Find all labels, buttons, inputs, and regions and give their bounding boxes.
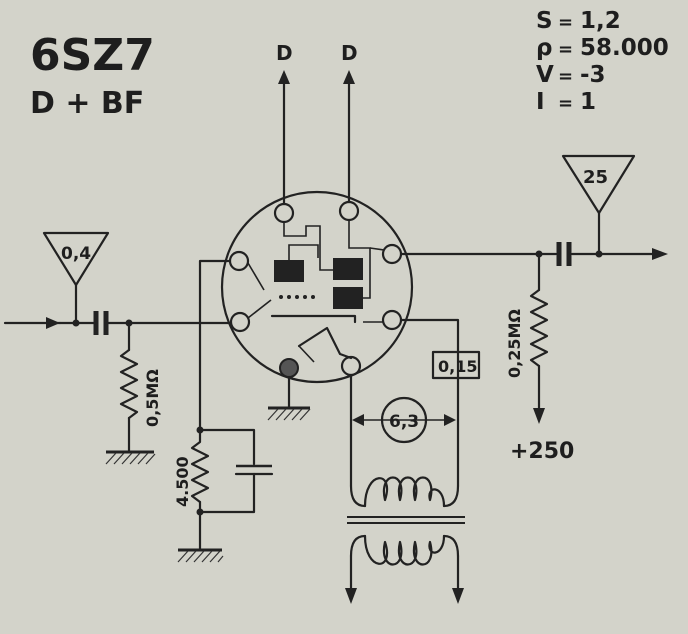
- cathode-lead: [247, 262, 265, 291]
- param-eq: =: [558, 66, 573, 87]
- tube-electrodes: [247, 220, 385, 363]
- heater-filament: [297, 326, 353, 360]
- heater-current-box: [431, 350, 481, 380]
- anode-label: D: [341, 41, 358, 65]
- plate-resistor: [529, 288, 549, 368]
- pin: [228, 250, 250, 272]
- pin: [338, 200, 360, 222]
- param-eq: =: [558, 12, 573, 33]
- param-key: ρ: [536, 35, 552, 61]
- electrode-link: [288, 244, 319, 260]
- heater-current: 0,15: [438, 357, 477, 376]
- output-stage: 25 0,25MΩ +250: [399, 154, 668, 464]
- input-level-triangle: [42, 231, 110, 287]
- diode-plate: [274, 260, 304, 282]
- arrow-down-icon: [345, 588, 357, 604]
- cathode: [270, 314, 357, 324]
- coil-lead: [349, 534, 460, 558]
- param-value: -3: [580, 62, 606, 88]
- triode-plate: [333, 287, 363, 309]
- input-stage: 0,4 0,5MΩ: [3, 231, 233, 465]
- input-level: 0,4: [61, 244, 91, 264]
- grid-dot: [295, 295, 299, 299]
- heater-voltage-circle: [380, 396, 428, 444]
- heater-filament: [298, 345, 315, 363]
- output-level-triangle: [561, 154, 636, 215]
- coil-lead: [349, 484, 460, 508]
- grid-lead: [247, 299, 272, 319]
- pin: [273, 202, 295, 224]
- param-key: I: [536, 89, 545, 115]
- arrow-up-icon: [278, 70, 290, 84]
- pin: [340, 355, 362, 377]
- parameter-block: S = 1,2 ρ = 58.000 V = -3 I = 1: [536, 8, 669, 115]
- arrow-right-icon: [46, 317, 60, 329]
- grid-dot: [303, 295, 307, 299]
- electrode-link: [283, 222, 333, 271]
- tube-function: D + BF: [30, 86, 144, 121]
- heater-wire: [399, 318, 460, 488]
- electrode-link: [369, 247, 385, 251]
- pin: [381, 243, 403, 265]
- param-value: 58.000: [580, 35, 669, 61]
- param-key: V: [536, 62, 554, 88]
- ground-icon: [267, 408, 311, 421]
- ground-icon: [105, 452, 156, 465]
- tube-envelope: [220, 190, 414, 384]
- param-key: S: [536, 8, 553, 34]
- arrow-left-icon: [352, 414, 364, 426]
- grid-resistor-label: 0,5MΩ: [143, 369, 162, 427]
- arrow-down-icon: [452, 588, 464, 604]
- cathode-resistor: [190, 428, 210, 504]
- pin: [381, 309, 403, 331]
- arrow-right-icon: [652, 248, 668, 260]
- tube-pins: [228, 200, 403, 378]
- grid-dot: [287, 295, 291, 299]
- transformer-primary: [363, 534, 446, 566]
- shield-ground: [267, 375, 311, 421]
- diode-plate: [333, 258, 363, 280]
- arrow-right-icon: [444, 414, 456, 426]
- supply-voltage: +250: [510, 439, 574, 464]
- grid-resistor: [119, 348, 139, 420]
- param-value: 1: [580, 89, 596, 115]
- cathode-resistor-label: 4.500: [173, 456, 192, 507]
- cathode-bias: 4.500: [173, 259, 274, 563]
- tube-name: 6SZ7: [30, 30, 155, 81]
- anode-outputs: D D: [276, 41, 358, 206]
- pin: [229, 311, 251, 333]
- grid-dot: [279, 295, 283, 299]
- capacitor-lead: [198, 472, 256, 514]
- ground-icon: [177, 550, 224, 563]
- heater-voltage: 6,3: [389, 412, 419, 432]
- capacitor-lead: [198, 428, 256, 466]
- output-level: 25: [583, 167, 608, 188]
- arrow-down-icon: [533, 408, 545, 424]
- cathode-wire: [198, 259, 232, 432]
- pin-shield: [279, 358, 299, 378]
- param-eq: =: [558, 39, 573, 60]
- arrow-up-icon: [343, 70, 355, 84]
- anode-label: D: [276, 41, 293, 65]
- param-value: 1,2: [580, 8, 621, 34]
- plate-resistor-label: 0,25MΩ: [505, 309, 524, 378]
- heater-circuit: 0,15 6,3: [345, 318, 481, 604]
- param-eq: =: [558, 93, 573, 114]
- transformer-secondary: [363, 476, 446, 508]
- grid-dot: [311, 295, 315, 299]
